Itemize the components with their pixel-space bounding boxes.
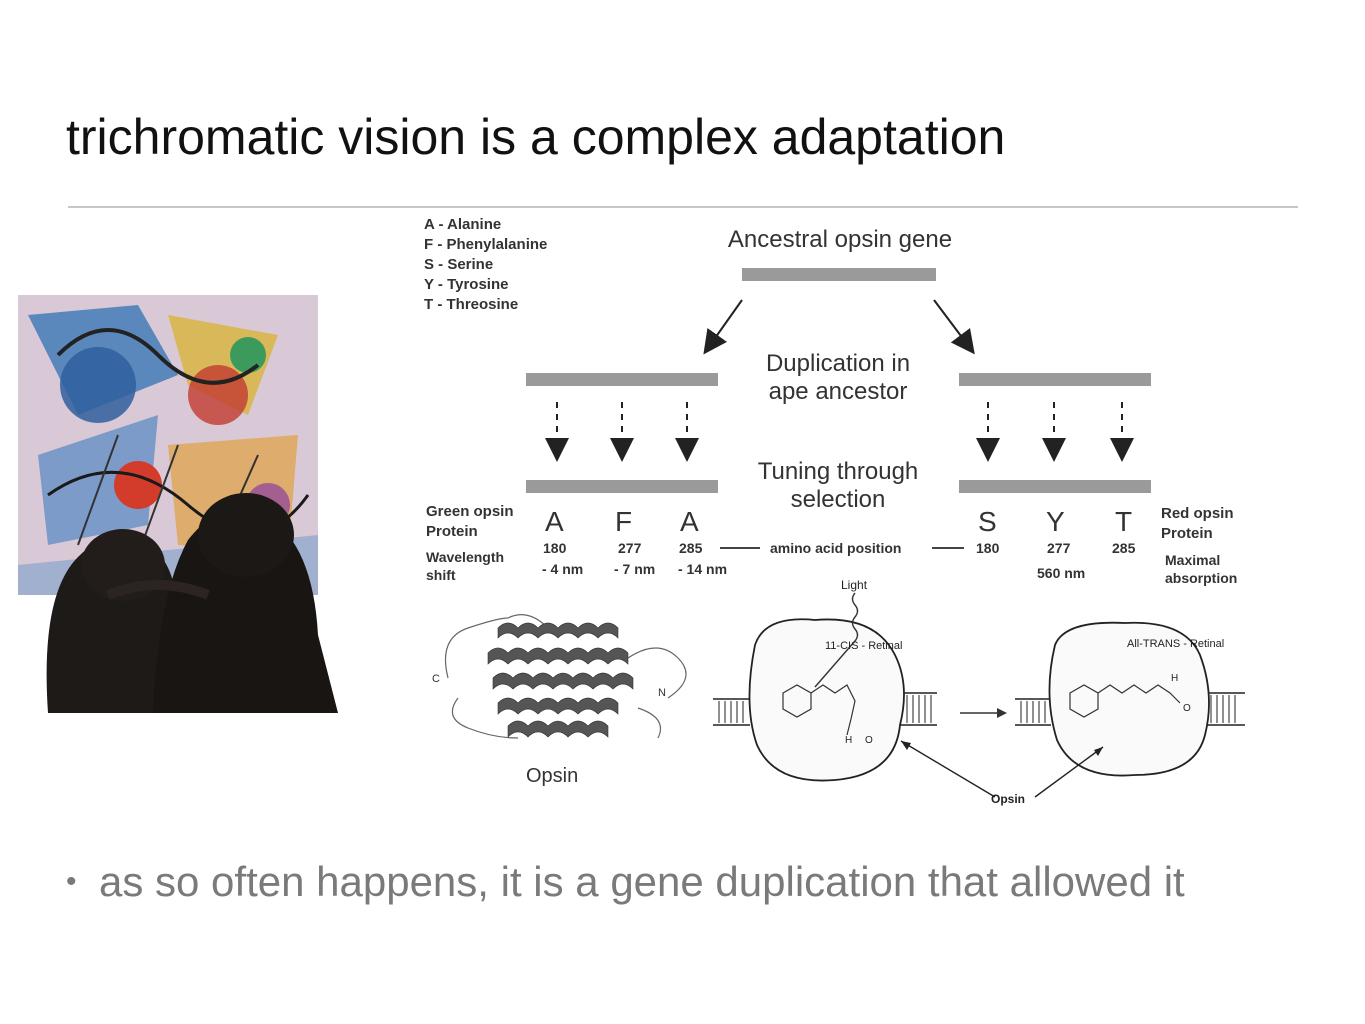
legend-item: A - Alanine [424, 216, 502, 233]
red-residue-position: 285 [1112, 540, 1136, 556]
ancestral-gene-bar [742, 268, 936, 281]
duplication-label: Duplication in ape ancestor [765, 350, 911, 405]
tuning-label: Tuning through selection [757, 458, 919, 513]
cis-retinal-label: 11-CIS - Retinal [825, 640, 902, 652]
red-residue-letter: Y [1046, 506, 1065, 537]
n-terminus-label: N [658, 687, 666, 699]
amino-connector-left [720, 547, 760, 549]
h-atom-label: H [845, 735, 852, 746]
opsin-ribbon-structure-image: C N [432, 614, 687, 739]
chimps-viewing-painting-image [18, 295, 338, 713]
green-residue-letter: F [615, 506, 633, 537]
wavelength-shift-label: Wavelength shift [426, 549, 505, 583]
bullet-dot: • [66, 865, 77, 898]
tuned-gene-bar-left [526, 480, 718, 493]
legend-item: F - Phenylalanine [424, 236, 548, 253]
duplicated-gene-bar-right [959, 373, 1151, 386]
red-opsin-label: Red opsin Protein [1161, 505, 1234, 542]
green-residue-letter: A [545, 506, 564, 537]
amino-acid-position-label: amino acid position [770, 540, 902, 556]
amino-acid-legend: A - Alanine F - Phenylalanine S - Serine… [424, 215, 547, 315]
red-residue-position: 180 [976, 540, 1000, 556]
opsin-pointer-label: Opsin [991, 792, 1025, 806]
o-atom-label: O [865, 735, 873, 746]
green-residue-position: 277 [618, 540, 642, 556]
green-residue-position: 180 [543, 540, 567, 556]
legend-item: Y - Tyrosine [424, 276, 509, 293]
ancestral-gene-label: Ancestral opsin gene [727, 226, 953, 253]
bullet-text: as so often happens, it is a gene duplic… [99, 858, 1185, 905]
duplication-arrows [545, 299, 1134, 462]
bullet-point: • as so often happens, it is a gene dupl… [66, 854, 1296, 910]
green-opsin-label: Green opsin Protein [426, 503, 514, 540]
legend-item: T - Threosine [424, 296, 519, 313]
red-residue-letter: S [978, 506, 997, 537]
green-residue-shift: - 14 nm [678, 561, 728, 577]
title-divider [68, 206, 1298, 208]
amino-connector-right [932, 547, 964, 549]
green-residue-letter: A [680, 506, 699, 537]
c-terminus-label: C [432, 673, 440, 685]
light-label: Light [841, 578, 868, 592]
red-absorption-value: 560 nm [1037, 565, 1086, 581]
o-atom-label: O [1183, 703, 1191, 714]
h-atom-label: H [1171, 673, 1178, 684]
slide-title: trichromatic vision is a complex adaptat… [66, 109, 1006, 165]
green-residue-shift: - 4 nm [542, 561, 584, 577]
green-residue-shift: - 7 nm [614, 561, 656, 577]
opsin-structure-label: Opsin [526, 765, 579, 787]
retinal-isomerization-diagram: Light 11-CIS - Retinal All-TRANS - Retin… [713, 578, 1245, 806]
tuned-gene-bar-right [959, 480, 1151, 493]
green-residue-position: 285 [679, 540, 703, 556]
duplicated-gene-bar-left [526, 373, 718, 386]
maximal-absorption-label: Maximal absorption [1165, 552, 1238, 586]
legend-item: S - Serine [424, 256, 494, 273]
red-residue-position: 277 [1047, 540, 1071, 556]
trans-retinal-label: All-TRANS - Retinal [1127, 638, 1224, 650]
red-residue-letter: T [1115, 506, 1133, 537]
